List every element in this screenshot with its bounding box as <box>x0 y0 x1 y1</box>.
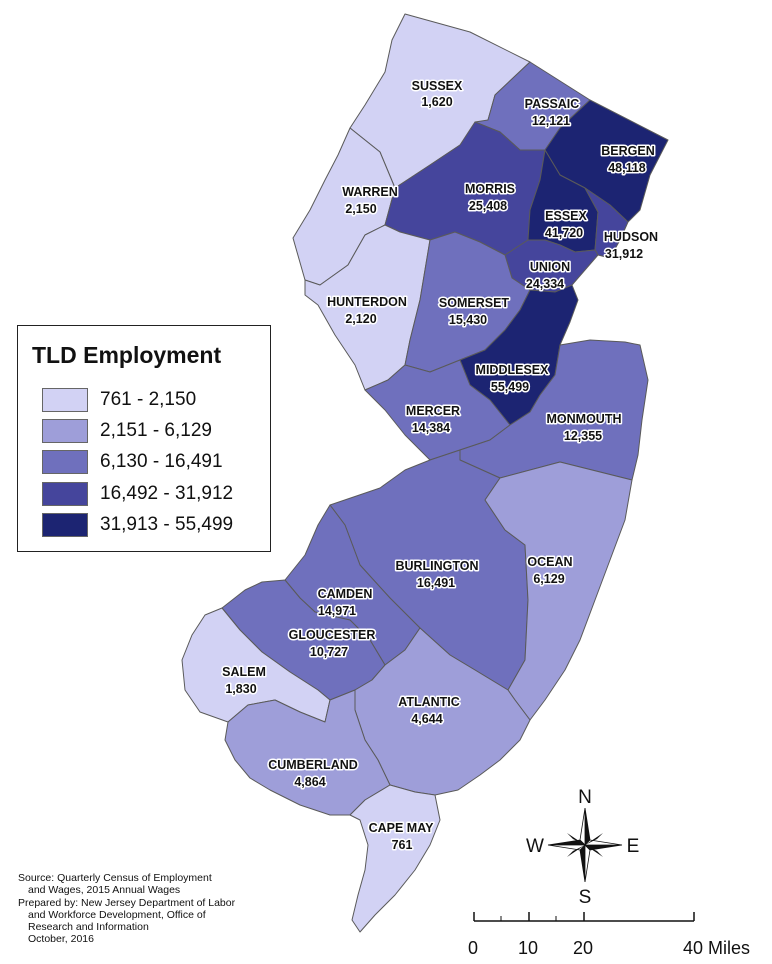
label-gloucester-value: 10,727 <box>310 645 348 659</box>
label-somerset-name: SOMERSET <box>439 296 510 310</box>
label-cape-may-name: CAPE MAY <box>369 821 434 835</box>
label-hudson-name: HUDSON <box>604 230 658 244</box>
source-line-6: October, 2016 <box>28 933 94 946</box>
county-labels: SUSSEX 1,620 PASSAIC 12,121 BERGEN 48,11… <box>221 78 660 854</box>
legend-label-2: 2,151 - 6,129 <box>100 420 212 441</box>
source-line-2: and Wages, 2015 Annual Wages <box>28 884 181 897</box>
label-morris-name: MORRIS <box>465 182 515 196</box>
label-atlantic-name: ATLANTIC <box>398 695 460 709</box>
label-bergen-name: BERGEN <box>601 144 654 158</box>
label-sussex-value: 1,620 <box>421 95 452 109</box>
source-line-5: Research and Information <box>28 921 149 934</box>
legend-swatch-3 <box>42 450 88 474</box>
label-somerset-value: 15,430 <box>449 313 487 327</box>
county-cape-may[interactable] <box>349 784 441 933</box>
counties-layer <box>181 13 669 933</box>
legend-swatch-2 <box>42 419 88 443</box>
label-cumberland-value: 4,864 <box>294 775 325 789</box>
label-gloucester-name: GLOUCESTER <box>289 628 376 642</box>
label-burlington-name: BURLINGTON <box>395 559 478 573</box>
label-camden-name: CAMDEN <box>318 587 373 601</box>
county-cumberland[interactable] <box>224 689 391 816</box>
source-note: Source: Quarterly Census of Employment a… <box>18 872 318 946</box>
legend-item-2: 2,151 - 6,129 <box>42 418 212 444</box>
compass-rose-icon: N S W E <box>526 787 639 908</box>
label-cape-may-value: 761 <box>392 838 413 852</box>
label-warren-name: WARREN <box>342 185 398 199</box>
scale-tick-0: 0 <box>468 938 478 958</box>
source-line-3: Prepared by: New Jersey Department of La… <box>18 896 236 909</box>
label-passaic-value: 12,121 <box>532 114 570 128</box>
label-essex-name: ESSEX <box>545 209 587 223</box>
legend-title: TLD Employment <box>32 342 222 368</box>
label-burlington-value: 16,491 <box>417 576 455 590</box>
label-hunterdon-name: HUNTERDON <box>327 295 407 309</box>
label-warren-value: 2,150 <box>345 202 376 216</box>
scale-tick-40-miles: 40 Miles <box>683 938 750 958</box>
label-cumberland-name: CUMBERLAND <box>268 758 358 772</box>
label-middlesex-value: 55,499 <box>491 380 529 394</box>
legend-label-5: 31,913 - 55,499 <box>100 514 234 535</box>
legend-swatch-4 <box>42 482 88 506</box>
county-mercer[interactable] <box>364 359 511 461</box>
label-mercer-name: MERCER <box>406 404 460 418</box>
label-union-name: UNION <box>530 260 570 274</box>
legend-item-4: 16,492 - 31,912 <box>42 481 233 507</box>
compass-west-label: W <box>526 836 544 857</box>
label-sussex-name: SUSSEX <box>412 79 463 93</box>
label-ocean-name: OCEAN <box>527 555 572 569</box>
label-essex-value: 41,720 <box>545 226 583 240</box>
label-bergen-value: 48,118 <box>608 161 646 175</box>
label-morris-value: 25,408 <box>469 199 507 213</box>
label-salem-name: SALEM <box>222 665 266 679</box>
label-ocean-value: 6,129 <box>533 572 564 586</box>
compass-south-label: S <box>579 887 592 908</box>
scale-bar: 0 10 20 40 Miles <box>468 912 750 958</box>
legend-label-3: 6,130 - 16,491 <box>100 451 223 472</box>
legend-item-5: 31,913 - 55,499 <box>42 512 233 538</box>
label-passaic-name: PASSAIC <box>525 97 580 111</box>
source-line-1: Source: Quarterly Census of Employment <box>18 872 212 884</box>
legend-label-4: 16,492 - 31,912 <box>100 483 234 504</box>
label-hunterdon-value: 2,120 <box>345 312 376 326</box>
legend-item-1: 761 - 2,150 <box>42 387 196 413</box>
label-salem-value: 1,830 <box>225 682 256 696</box>
map-legend: TLD Employment 761 - 2,150 2,151 - 6,129… <box>17 325 271 552</box>
label-monmouth-name: MONMOUTH <box>547 412 622 426</box>
label-mercer-value: 14,384 <box>412 421 450 435</box>
scale-tick-20: 20 <box>573 938 593 958</box>
label-camden-value: 14,971 <box>318 604 356 618</box>
scale-tick-10: 10 <box>518 938 538 958</box>
label-monmouth-value: 12,355 <box>564 429 602 443</box>
compass-north-label: N <box>578 787 592 808</box>
label-atlantic-value: 4,644 <box>411 712 442 726</box>
legend-swatch-1 <box>42 388 88 412</box>
compass-east-label: E <box>627 836 640 857</box>
label-middlesex-name: MIDDLESEX <box>476 363 550 377</box>
legend-swatch-5 <box>42 513 88 537</box>
label-union-value: 24,334 <box>526 277 564 291</box>
label-hudson-value: 31,912 <box>605 247 643 261</box>
county-hudson[interactable] <box>584 187 629 259</box>
county-ocean[interactable] <box>484 461 633 721</box>
legend-label-1: 761 - 2,150 <box>100 389 197 410</box>
legend-item-3: 6,130 - 16,491 <box>42 449 223 475</box>
source-line-4: and Workforce Development, Office of <box>28 908 206 921</box>
